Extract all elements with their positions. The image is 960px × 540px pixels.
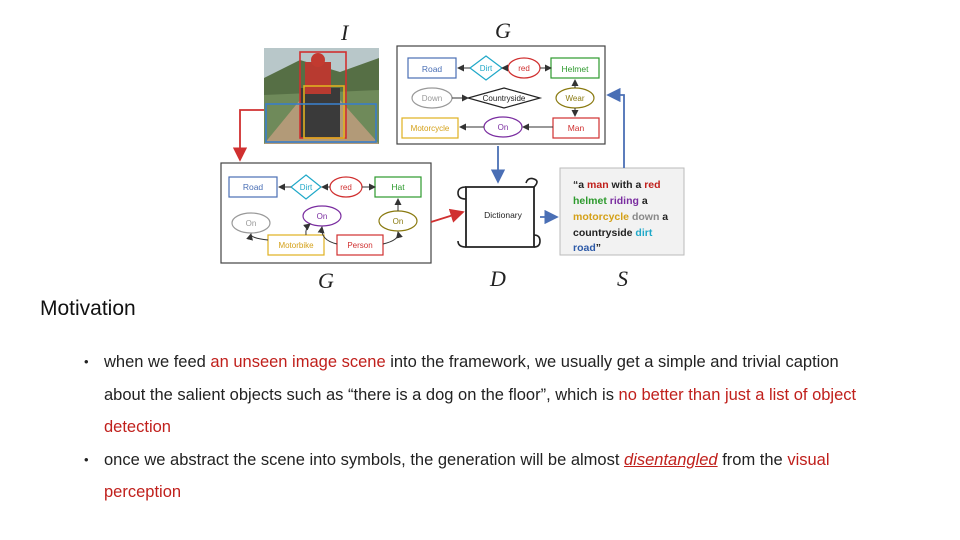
bottom-node-on-mid: On	[317, 212, 328, 221]
caption-token: road	[573, 242, 596, 254]
dictionary-label: Dictionary	[484, 210, 523, 220]
bullet2-highlight: disentangled	[624, 450, 718, 469]
caption-token: helmet	[573, 195, 607, 207]
dictionary-scroll	[457, 177, 541, 248]
scene-photo	[264, 48, 379, 144]
bullet1-text: when we feed	[104, 353, 211, 371]
top-node-road: Road	[422, 64, 443, 74]
top-node-motorcycle: Motorcycle	[411, 124, 450, 133]
arrow-graph-to-dictionary-red	[430, 208, 465, 223]
image-symbol: I	[340, 20, 350, 45]
bottom-node-road: Road	[243, 182, 264, 192]
top-node-man: Man	[568, 123, 585, 133]
scene-graph-diagram: I G G D S Road Dirt red Helmet Down Coun…	[220, 18, 685, 293]
bullet2-text: once we abstract the scene into symbols,…	[104, 450, 625, 469]
top-node-red: red	[518, 64, 530, 73]
bottom-node-on-right: On	[393, 217, 404, 226]
top-node-wear: Wear	[566, 94, 585, 103]
bottom-node-dirt: Dirt	[300, 183, 313, 192]
caption-token: man	[587, 179, 609, 191]
caption-token: “a	[573, 179, 587, 191]
bottom-node-person: Person	[347, 241, 372, 250]
top-node-down: Down	[422, 94, 442, 103]
caption-token: countryside	[573, 227, 633, 239]
bullet-dot: •	[84, 451, 89, 467]
top-node-dirt: Dirt	[480, 64, 493, 73]
bullet2-conclusion: visual perception	[104, 450, 830, 502]
dictionary-symbol: D	[489, 266, 506, 291]
bottom-node-on-left: On	[246, 219, 257, 228]
bullet1-highlight: an unseen image scene	[210, 353, 386, 371]
bottom-node-red: red	[340, 183, 352, 192]
sentence-symbol: S	[617, 266, 628, 291]
caption-token: down	[629, 211, 662, 223]
graph-bottom-symbol: G	[318, 268, 334, 293]
arrow-image-to-graph	[232, 109, 264, 162]
caption-token: ”	[596, 242, 601, 254]
bullet-list: • when we feed an unseen image scene int…	[84, 346, 874, 509]
caption-token: red	[644, 179, 660, 191]
top-node-on: On	[498, 123, 509, 132]
caption-text: “a man with a red helmet riding a motorc…	[573, 179, 671, 254]
bullet-item: • once we abstract the scene into symbol…	[84, 444, 874, 509]
bullet-dot: •	[84, 354, 89, 369]
caption-token: with a	[609, 179, 645, 191]
caption-token: a	[642, 195, 648, 207]
arrow-sentence-to-graph	[606, 87, 625, 168]
caption-box	[559, 167, 685, 256]
graph-top-symbol: G	[495, 18, 511, 43]
slide-title: Motivation	[40, 297, 136, 320]
caption-token: motorcycle	[573, 211, 629, 223]
bullet-item: • when we feed an unseen image scene int…	[84, 346, 874, 444]
top-node-helmet: Helmet	[562, 64, 590, 74]
bullet2-text-cont: from the	[717, 450, 788, 469]
top-node-countryside: Countryside	[483, 94, 526, 103]
caption-token: dirt	[633, 227, 653, 239]
bullet1-conclusion: no better than just a list of object det…	[104, 385, 857, 437]
bottom-node-motorbike: Motorbike	[278, 241, 314, 250]
caption-token: a	[662, 211, 668, 223]
caption-token: riding	[607, 195, 642, 207]
bottom-node-hat: Hat	[391, 182, 405, 192]
bullet1-text-cont: into the framework, we usually get a sim…	[104, 353, 839, 404]
